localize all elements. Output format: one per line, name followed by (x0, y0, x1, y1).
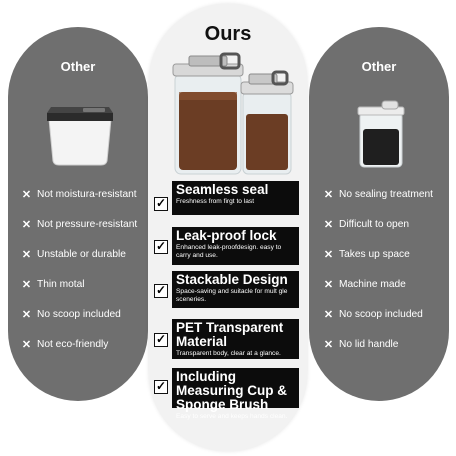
right-panel-title: Other (361, 59, 397, 74)
checkbox-icon: ✓ (154, 196, 168, 211)
list-item: ✕Not eco-friendly (21, 338, 109, 351)
checkbox-icon: ✓ (154, 239, 168, 254)
left-panel-title: Other (60, 59, 96, 74)
feature-box: Including Measuring Cup & Sponge Brush E… (172, 368, 299, 420)
list-item: ✕Difficult to open (323, 218, 410, 231)
x-icon: ✕ (323, 308, 334, 321)
left-disadvantage-list: ✕Not moistura-resistant ✕Not pressure-re… (20, 179, 137, 359)
list-item: ✕Not pressure-resistant (21, 218, 138, 231)
x-icon: ✕ (21, 248, 32, 261)
bin-container-image (47, 107, 113, 166)
left-comparison-panel: Other ✕Not moistura-resistant ✕Not press… (8, 27, 148, 401)
x-icon: ✕ (21, 338, 32, 351)
cereal-containers-image (172, 52, 294, 175)
feature-box: Seamless seal Freshness from firgt to la… (172, 181, 299, 215)
x-icon: ✕ (21, 278, 32, 291)
checkbox-icon: ✓ (154, 283, 168, 298)
x-icon: ✕ (323, 338, 334, 351)
x-icon: ✕ (21, 188, 32, 201)
list-item: ✕Thin motal (21, 278, 85, 291)
x-icon: ✕ (21, 308, 32, 321)
x-icon: ✕ (323, 218, 334, 231)
list-item: ✕Not moistura-resistant (21, 188, 137, 201)
x-icon: ✕ (323, 248, 334, 261)
right-comparison-panel: Other ✕No sealing treatment ✕Difficult t… (309, 27, 449, 401)
x-icon: ✕ (323, 188, 334, 201)
checkbox-icon: ✓ (154, 379, 168, 394)
list-item: ✕Machine made (323, 278, 406, 291)
list-item: ✕No scoop included (21, 308, 121, 321)
list-item: ✕Takes up space (323, 248, 410, 261)
feature-box: PET Transparent Material Transparent bod… (172, 319, 299, 359)
feature-box: Stackable Design Space-saving and suitac… (172, 271, 299, 308)
list-item: ✕Unstable or durable (21, 248, 126, 261)
dispenser-container-image (357, 100, 405, 168)
ours-panel-title: Ours (204, 23, 252, 45)
x-icon: ✕ (21, 218, 32, 231)
list-item: ✕No sealing treatment (323, 188, 434, 201)
checkbox-icon: ✓ (154, 332, 168, 347)
right-disadvantage-list: ✕No sealing treatment ✕Difficult to open… (322, 179, 433, 359)
x-icon: ✕ (323, 278, 334, 291)
ours-comparison-panel: Ours ✓ Seamless seal Freshness from firg… (149, 4, 307, 451)
list-item: ✕No lid handle (323, 338, 399, 351)
list-item: ✕No scoop included (323, 308, 423, 321)
feature-box: Leak-proof lock Enhanced leak-proofdesig… (172, 227, 299, 265)
